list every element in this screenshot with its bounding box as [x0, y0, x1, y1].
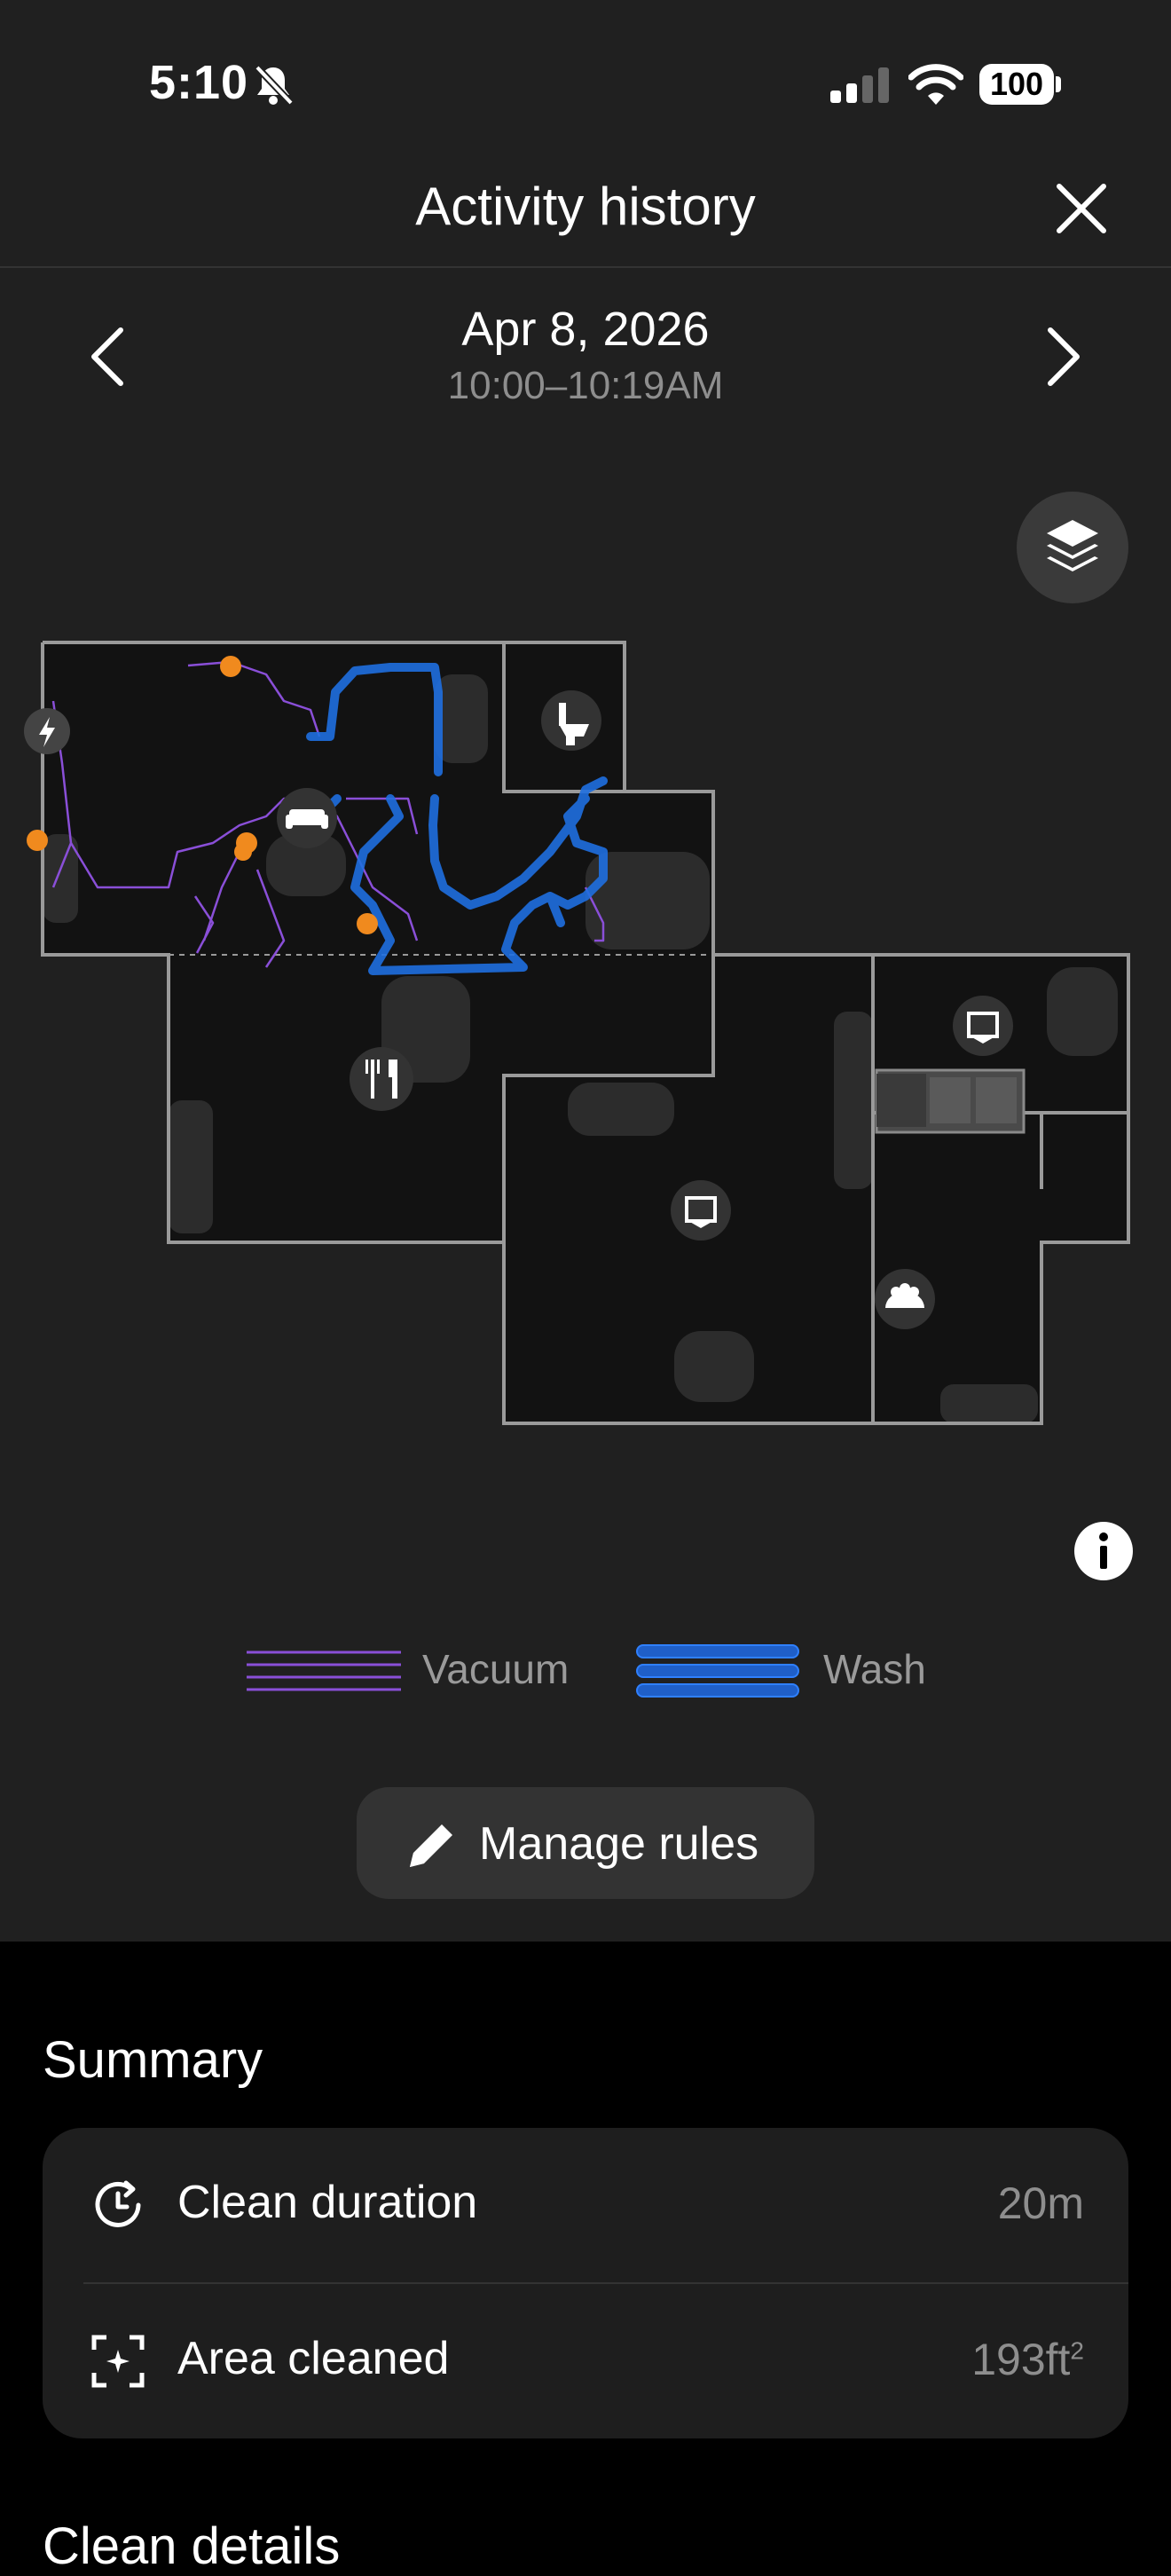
clock-icon [95, 2180, 141, 2227]
charging-dock-icon [24, 708, 70, 754]
status-bar: 5:10 100 [0, 0, 1171, 169]
map-legend: Vacuum Wash [0, 1640, 1171, 1702]
area-value-text: 193ft [971, 2335, 1071, 2384]
summary-row-duration: Clean duration 20m [43, 2128, 1128, 2282]
vacuum-legend-swatch [247, 1650, 401, 1691]
clean-duration-value: 20m [997, 2178, 1084, 2228]
clean-duration-label: Clean duration [177, 2177, 478, 2228]
wash-legend-label: Wash [823, 1646, 926, 1692]
wash-legend-swatch [636, 1644, 799, 1698]
summary-title: Summary [43, 2031, 263, 2089]
activity-time-range: 10:00–10:19AM [447, 364, 724, 407]
dining-icon[interactable] [350, 1047, 413, 1111]
clean-details-title: Clean details [43, 2517, 341, 2575]
map-furniture [875, 1068, 1026, 1134]
map-layers-button[interactable] [1017, 492, 1128, 603]
battery-icon: 100 [979, 64, 1054, 105]
activity-date: Apr 8, 2026 [461, 303, 710, 356]
cellular-signal-icon [830, 67, 889, 103]
layers-icon [1047, 520, 1098, 571]
chevron-right-icon[interactable] [1040, 325, 1086, 389]
summary-row-area: Area cleaned 193ft2 [43, 2284, 1128, 2438]
area-cleaned-label: Area cleaned [177, 2333, 450, 2384]
wash-path [306, 663, 608, 975]
area-unit-superscript: 2 [1070, 2336, 1084, 2365]
vacuum-legend-label: Vacuum [422, 1646, 570, 1692]
close-icon[interactable] [1054, 181, 1109, 236]
battery-tip [1056, 76, 1061, 92]
map-unexplored [43, 674, 1118, 1423]
floor-map[interactable] [0, 603, 1171, 1455]
area-cleaned-value: 193ft2 [971, 2334, 1084, 2385]
pencil-icon [410, 1824, 452, 1867]
area-scan-icon [91, 2335, 145, 2388]
people-icon[interactable] [875, 1269, 935, 1329]
info-icon[interactable] [1073, 1521, 1134, 1581]
status-time: 5:10 [149, 56, 249, 109]
sofa-icon[interactable] [277, 788, 337, 848]
row-divider [83, 2282, 1128, 2284]
bell-muted-icon [255, 65, 294, 106]
wifi-icon [908, 64, 963, 105]
manage-rules-label: Manage rules [479, 1818, 759, 1870]
vacuum-path [51, 660, 605, 968]
chevron-left-icon[interactable] [85, 325, 131, 389]
manage-rules-button[interactable]: Manage rules [357, 1787, 814, 1899]
page-title: Activity history [415, 177, 756, 236]
header-divider [0, 266, 1171, 268]
map-markers [27, 656, 378, 934]
toilet-icon[interactable] [541, 690, 601, 751]
map-doorways [169, 954, 874, 1242]
room-icon[interactable] [671, 1180, 731, 1241]
summary-card: Clean duration 20m Area cleaned 193ft2 [43, 2128, 1128, 2438]
room-icon[interactable] [953, 996, 1013, 1056]
